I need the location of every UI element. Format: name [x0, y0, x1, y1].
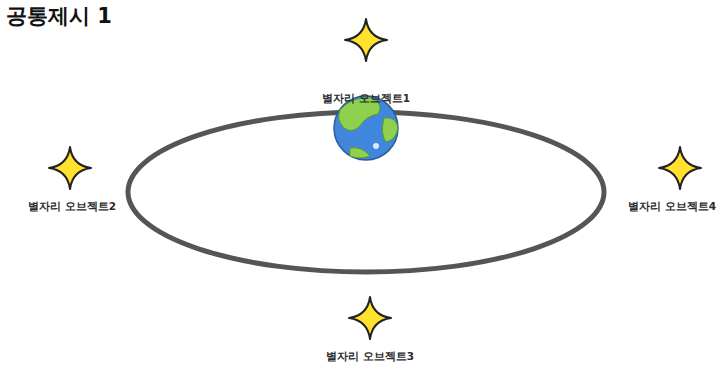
title-text: 공통제시 1	[6, 2, 112, 30]
star-symbol	[49, 147, 91, 189]
star-label: 별자리 오브젝트1	[322, 92, 410, 106]
star-symbol	[345, 19, 387, 61]
star-symbol	[349, 297, 391, 339]
star-label: 별자리 오브젝트2	[28, 200, 116, 214]
star-symbol	[659, 147, 701, 189]
earth-illustration	[334, 96, 398, 160]
star-label: 별자리 오브젝트3	[326, 350, 414, 364]
star-label: 별자리 오브젝트4	[628, 200, 716, 214]
